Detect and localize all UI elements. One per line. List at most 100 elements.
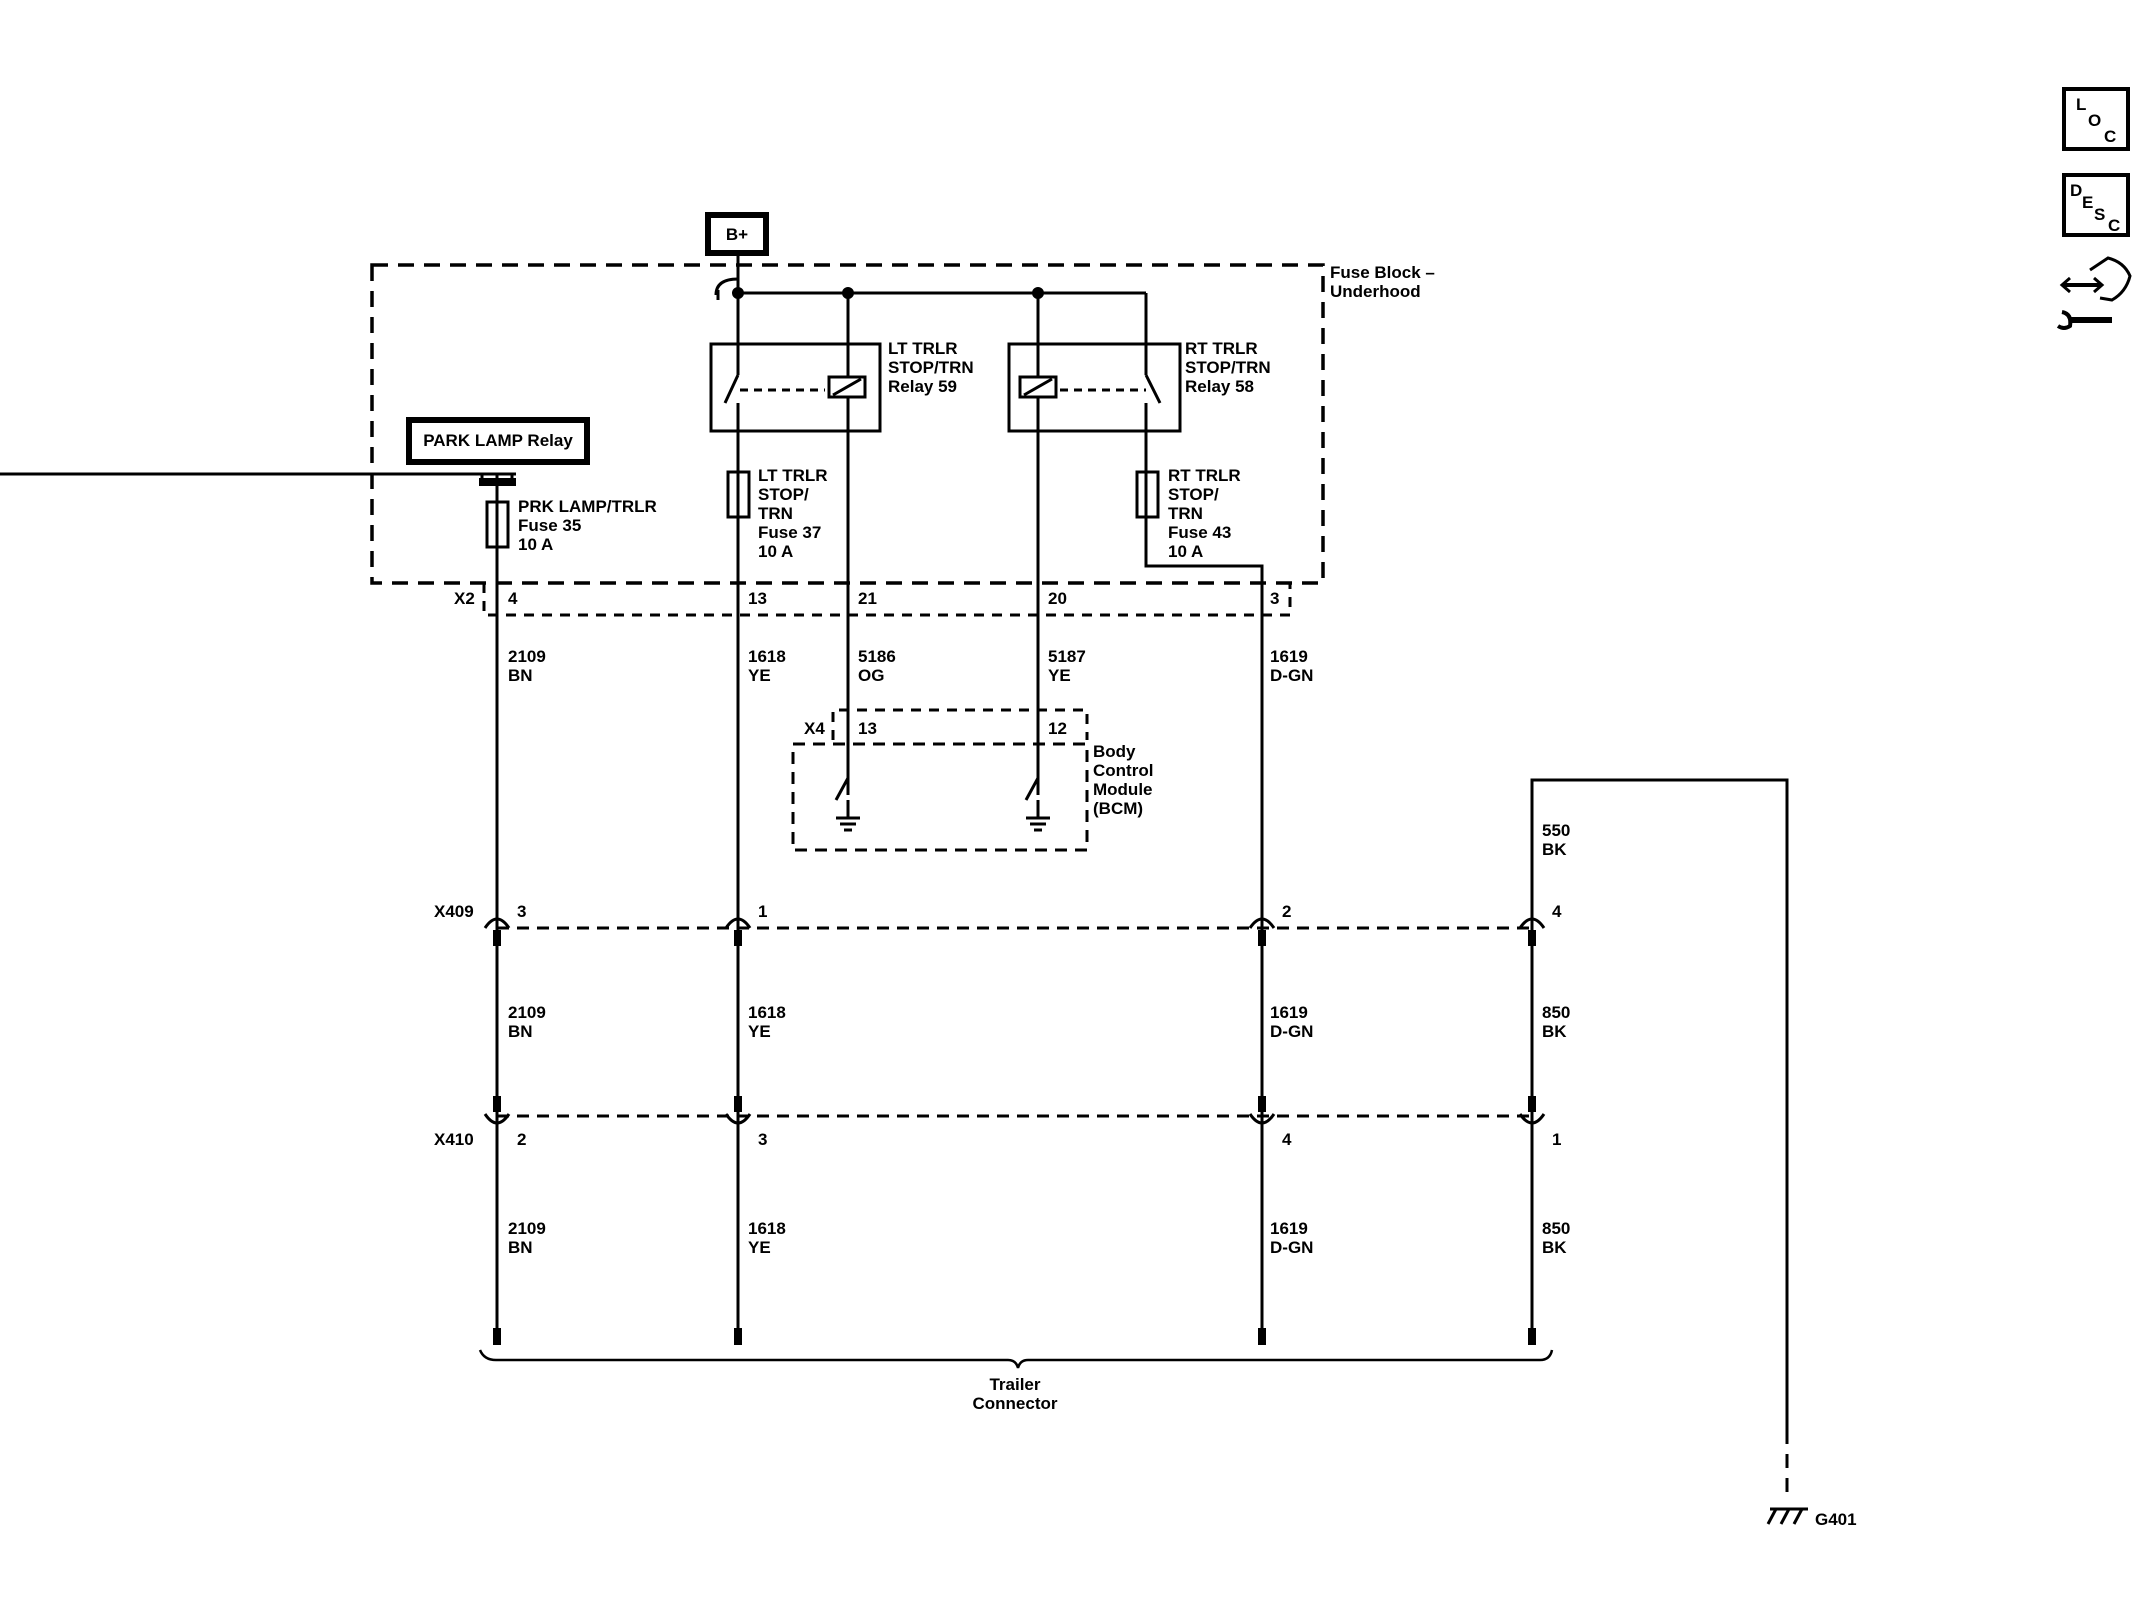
bcm-label-2: Control xyxy=(1093,761,1153,780)
fuse-lt-label-4: Fuse 37 xyxy=(758,523,821,542)
wire-550-color: BK xyxy=(1542,840,1567,859)
fuse-rt-label-5: 10 A xyxy=(1168,542,1203,561)
fuse-block-label-2: Underhood xyxy=(1330,282,1421,301)
wire-850-b-circuit: 850 xyxy=(1542,1003,1570,1022)
desc-icon[interactable]: D E S C xyxy=(2062,173,2130,237)
connector-repair-icon[interactable] xyxy=(2056,256,2132,330)
rt-relay-label-2: STOP/TRN xyxy=(1185,358,1271,377)
wire-850-c-circuit: 850 xyxy=(1542,1219,1570,1238)
wire-1618-a-color: YE xyxy=(748,666,771,685)
fuse-prk-label-2: Fuse 35 xyxy=(518,516,581,535)
wire-5187-color: YE xyxy=(1048,666,1071,685)
wire-5187-circuit: 5187 xyxy=(1048,647,1086,666)
fuse-lt-label-3: TRN xyxy=(758,504,793,523)
wire-2109-b-circuit: 2109 xyxy=(508,1003,546,1022)
ground-label: G401 xyxy=(1815,1510,1857,1529)
fuse-lt-label-1: LT TRLR xyxy=(758,466,828,485)
fuse-rt-label-1: RT TRLR xyxy=(1168,466,1241,485)
wire-850-b-color: BK xyxy=(1542,1022,1567,1041)
loc-icon[interactable]: L O C xyxy=(2062,87,2130,151)
x2-pin-2: 13 xyxy=(748,589,767,608)
x410-terminal-d xyxy=(1518,1113,1546,1125)
trailer-connector-label-2: Connector xyxy=(973,1394,1058,1413)
x409-terminal-d xyxy=(1518,917,1546,929)
rt-relay-box xyxy=(1007,342,1182,433)
x410-pin-1: 2 xyxy=(517,1130,526,1149)
x410-pin-3: 4 xyxy=(1282,1130,1292,1149)
x410-terminal-a xyxy=(483,1113,511,1125)
x409-terminal-a xyxy=(483,917,511,929)
bcm-label-4: (BCM) xyxy=(1093,799,1143,818)
park-lamp-relay-box xyxy=(406,417,590,465)
x409-pin-2: 1 xyxy=(758,902,767,921)
x409-pin-3: 2 xyxy=(1282,902,1291,921)
park-lamp-relay-label: PARK LAMP Relay xyxy=(423,431,573,450)
fuse-rt-label-4: Fuse 43 xyxy=(1168,523,1231,542)
fuse-lt-label-5: 10 A xyxy=(758,542,793,561)
rt-relay-label-1: RT TRLR xyxy=(1185,339,1258,358)
wire-2109-c-color: BN xyxy=(508,1238,533,1257)
x4-pin-1: 13 xyxy=(858,719,877,738)
wire-1618-b-circuit: 1618 xyxy=(748,1003,786,1022)
bcm-label-1: Body xyxy=(1093,742,1136,761)
desc-icon-letter-4: C xyxy=(2108,216,2120,235)
x410-label: X410 xyxy=(434,1130,474,1149)
x2-pin-1: 4 xyxy=(508,589,518,608)
wire-550-circuit: 550 xyxy=(1542,821,1570,840)
loc-icon-letter-1: L xyxy=(2076,95,2086,114)
bcm-outline xyxy=(791,742,1089,852)
x409-terminal-c xyxy=(1248,917,1276,929)
desc-icon-letter-3: S xyxy=(2094,205,2105,224)
desc-icon-letter-2: E xyxy=(2082,193,2093,212)
x409-pin-4: 4 xyxy=(1552,902,1562,921)
desc-icon-letter-1: D xyxy=(2070,181,2082,200)
fuse-lt-label-2: STOP/ xyxy=(758,485,809,504)
b-plus-label: B+ xyxy=(726,225,748,244)
x410-terminal-c xyxy=(1248,1113,1276,1125)
fuse-prk-label-3: 10 A xyxy=(518,535,553,554)
fuse-rt-label-3: TRN xyxy=(1168,504,1203,523)
x2-pin-3: 21 xyxy=(858,589,877,608)
wire-850-c-color: BK xyxy=(1542,1238,1567,1257)
wire-2109-c-circuit: 2109 xyxy=(508,1219,546,1238)
lt-relay-label-3: Relay 59 xyxy=(888,377,957,396)
wire-2109-b-color: BN xyxy=(508,1022,533,1041)
trailer-connector-label-1: Trailer xyxy=(989,1375,1040,1394)
wire-1618-b-color: YE xyxy=(748,1022,771,1041)
wire-1618-c-color: YE xyxy=(748,1238,771,1257)
x4-label: X4 xyxy=(804,719,825,738)
x2-pin-4: 20 xyxy=(1048,589,1067,608)
x409-label: X409 xyxy=(434,902,474,921)
wire-1618-c-circuit: 1618 xyxy=(748,1219,786,1238)
wire-1619-c-circuit: 1619 xyxy=(1270,1219,1308,1238)
x409-pin-1: 3 xyxy=(517,902,526,921)
fuse-prk-label-1: PRK LAMP/TRLR xyxy=(518,497,657,516)
wire-1619-a-color: D-GN xyxy=(1270,666,1313,685)
wire-5186-circuit: 5186 xyxy=(858,647,896,666)
wire-5186-color: OG xyxy=(858,666,884,685)
loc-icon-letter-2: O xyxy=(2088,111,2101,130)
lt-relay-box xyxy=(709,342,882,433)
lt-relay-label-2: STOP/TRN xyxy=(888,358,974,377)
wire-2109-a-circuit: 2109 xyxy=(508,647,546,666)
loc-icon-letter-3: C xyxy=(2104,127,2116,146)
x4-pin-2: 12 xyxy=(1048,719,1067,738)
x2-label: X2 xyxy=(454,589,475,608)
lt-relay-label-1: LT TRLR xyxy=(888,339,958,358)
x410-pin-4: 1 xyxy=(1552,1130,1561,1149)
wire-1619-b-color: D-GN xyxy=(1270,1022,1313,1041)
wire-1618-a-circuit: 1618 xyxy=(748,647,786,666)
bcm-label-3: Module xyxy=(1093,780,1153,799)
wire-1619-c-color: D-GN xyxy=(1270,1238,1313,1257)
fuse-rt-label-2: STOP/ xyxy=(1168,485,1219,504)
wire-2109-a-color: BN xyxy=(508,666,533,685)
fuse-block-label-1: Fuse Block – xyxy=(1330,263,1435,282)
x410-terminal-b xyxy=(724,1113,752,1125)
wire-1619-b-circuit: 1619 xyxy=(1270,1003,1308,1022)
x410-pin-2: 3 xyxy=(758,1130,767,1149)
x409-terminal-b xyxy=(724,917,752,929)
wire-1619-a-circuit: 1619 xyxy=(1270,647,1308,666)
x2-pin-5: 3 xyxy=(1270,589,1279,608)
rt-relay-label-3: Relay 58 xyxy=(1185,377,1254,396)
